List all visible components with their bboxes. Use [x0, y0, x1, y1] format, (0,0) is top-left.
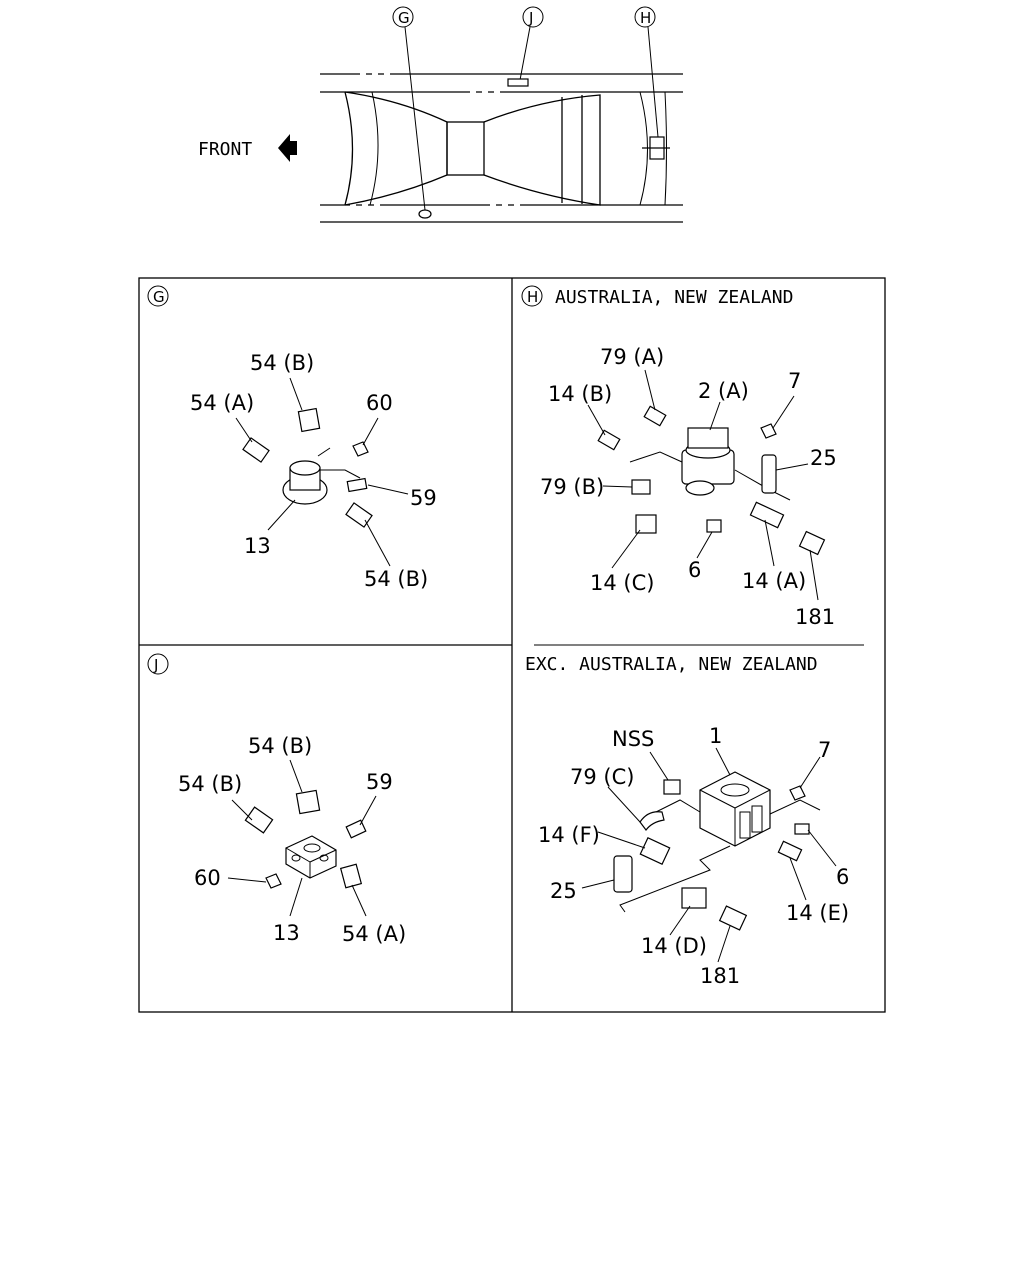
label-j-54b-left: 54 (B) [178, 772, 242, 796]
label-14a: 14 (A) [742, 569, 806, 593]
marker-j: J [507, 6, 544, 87]
label-j-60: 60 [194, 866, 221, 890]
label-nss: NSS [612, 727, 654, 751]
label-79a: 79 (A) [600, 345, 664, 369]
label-59: 59 [410, 486, 437, 510]
part-1-valve-block [619, 771, 821, 913]
panel-h-exc: EXC. AUSTRALIA, NEW ZEALAND [525, 654, 849, 988]
label-j-13: 13 [273, 921, 300, 945]
part-13-bracket [285, 835, 337, 879]
label-54a: 54 (A) [190, 391, 254, 415]
label-14f: 14 (F) [538, 823, 600, 847]
panel-j-letter: J [153, 656, 158, 674]
label-6-exc: 6 [836, 865, 849, 889]
label-181-exc: 181 [700, 964, 740, 988]
label-54b-bottom: 54 (B) [364, 567, 428, 591]
panel-h-letter: H [527, 288, 538, 306]
panel-h: H AUSTRALIA, NEW ZEALAND 79 (A [521, 285, 837, 629]
label-79b: 79 (B) [540, 475, 604, 499]
label-14c: 14 (C) [590, 571, 654, 595]
svg-text:G: G [398, 9, 410, 27]
label-14d: 14 (D) [641, 934, 707, 958]
label-2a: 2 (A) [698, 379, 749, 403]
panel-g-letter: G [153, 288, 165, 306]
panel-j: J 54 (B) 54 (B) 59 60 13 54 (A) [147, 653, 406, 946]
label-60: 60 [366, 391, 393, 415]
marker-h: H [634, 6, 670, 160]
label-25: 25 [810, 446, 837, 470]
label-j-59: 59 [366, 770, 393, 794]
label-181: 181 [795, 605, 835, 629]
svg-text:J: J [528, 9, 533, 27]
marker-g: G [392, 6, 432, 219]
label-j-54b-top: 54 (B) [248, 734, 312, 758]
label-6: 6 [688, 558, 701, 582]
chassis-overview: FRONT G J H [198, 6, 683, 223]
label-25-exc: 25 [550, 879, 577, 903]
label-79c: 79 (C) [570, 765, 634, 789]
part-2a-valve [629, 427, 791, 501]
label-54b-top: 54 (B) [250, 351, 314, 375]
label-13: 13 [244, 534, 271, 558]
label-14b: 14 (B) [548, 382, 612, 406]
panel-grid [138, 277, 886, 1013]
label-7-exc: 7 [818, 738, 831, 762]
label-j-54a: 54 (A) [342, 922, 406, 946]
front-arrow-icon [278, 134, 297, 162]
front-label: FRONT [198, 139, 252, 160]
panel-h-title: AUSTRALIA, NEW ZEALAND [555, 287, 793, 308]
label-1: 1 [709, 724, 722, 748]
label-14e: 14 (E) [786, 901, 849, 925]
label-7: 7 [788, 369, 801, 393]
part-13-valve [282, 447, 361, 505]
panel-g: G 54 (B) 54 (A) 60 59 13 54 (B) [147, 285, 437, 591]
svg-text:H: H [640, 9, 651, 27]
panel-h-exc-title: EXC. AUSTRALIA, NEW ZEALAND [525, 654, 818, 675]
